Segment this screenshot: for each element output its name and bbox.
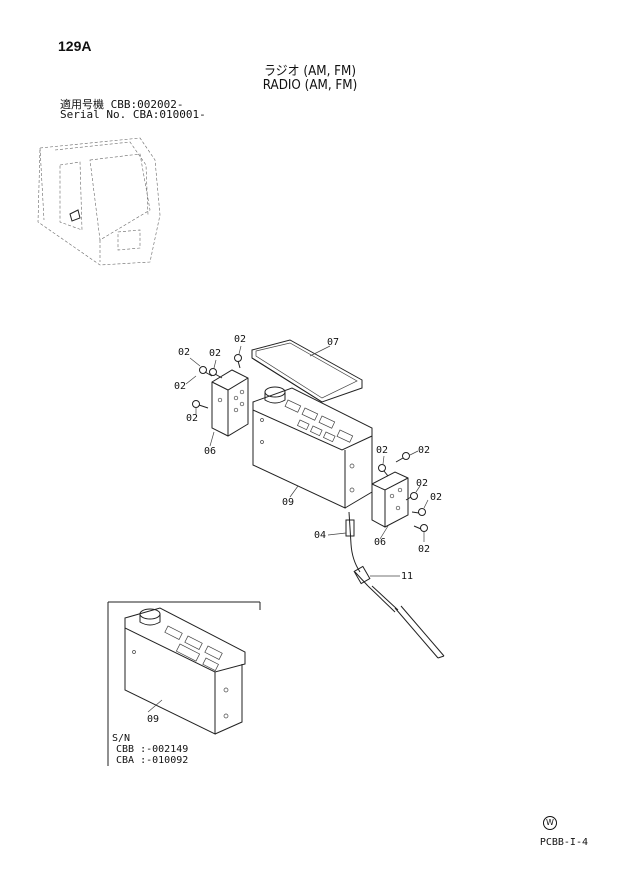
title-english: RADIO (AM, FM): [262, 78, 358, 93]
bracket-left-part-06: [211, 369, 249, 437]
footer-code: PCBB-I-4: [539, 837, 588, 848]
antenna-part-11: [353, 565, 445, 659]
title-japanese: ラジオ (AM, FM): [263, 64, 357, 79]
inset-sn-value: :-010092: [140, 755, 189, 766]
callout-02: 02: [174, 381, 187, 392]
callout-09-inset: 09: [147, 714, 160, 725]
page-number: 129A: [58, 38, 92, 54]
callout-07: 07: [327, 337, 340, 348]
callout-02: 02: [376, 445, 389, 456]
callout-02: 02: [186, 413, 199, 424]
inset-sn-row: CBB :-002149: [116, 744, 188, 755]
callout-04: 04: [314, 530, 327, 541]
serial-label: 適用号機: [60, 98, 104, 111]
radio-unit-part-09: [252, 386, 373, 509]
callout-02: 02: [430, 492, 443, 503]
bracket-right-part-06: [371, 471, 409, 528]
cab-location-sketch: [37, 137, 161, 266]
callout-06: 06: [374, 537, 387, 548]
inset-sn-label: S/N: [112, 733, 131, 744]
serial-row-number: Serial No. CBA:010001-: [60, 108, 206, 121]
callout-02: 02: [418, 445, 431, 456]
serial-row-applicable: 適用号機 CBB:002002-: [60, 96, 183, 112]
callout-02: 02: [209, 348, 222, 359]
callout-02: 02: [418, 544, 431, 555]
callout-02: 02: [178, 347, 191, 358]
leader-lines: [185, 345, 429, 577]
inset-sn-model: CBA: [116, 755, 135, 766]
callout-02: 02: [234, 334, 247, 345]
callout-06: 06: [204, 446, 217, 457]
inset-sn-value: :-002149: [140, 744, 189, 755]
inset-sn-row: CBA :-010092: [116, 755, 188, 766]
serial-label: Serial No.: [60, 108, 127, 121]
callout-02: 02: [416, 478, 429, 489]
serial-value: CBB:002002-: [110, 98, 184, 111]
inset-sn-model: CBB: [116, 744, 135, 755]
screw-parts-02: [192, 354, 428, 532]
callout-09: 09: [282, 497, 295, 508]
revision-mark: W: [543, 816, 557, 830]
connector-part-04: [345, 511, 361, 573]
serial-value: CBA:010001-: [132, 108, 206, 121]
cover-part-07: [251, 339, 363, 403]
inset-radio-unit: [124, 607, 246, 735]
callout-11: 11: [401, 571, 414, 582]
inset-frame: [107, 601, 261, 766]
